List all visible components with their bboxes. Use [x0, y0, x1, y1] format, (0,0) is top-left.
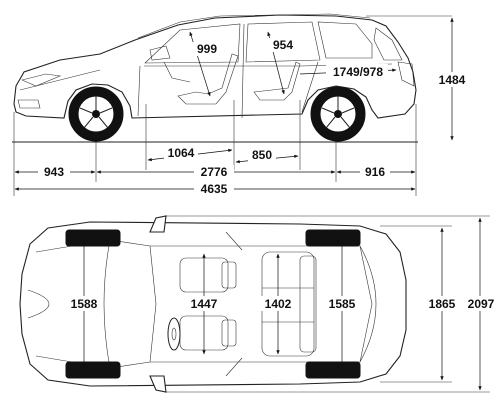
steering-wheel-top [167, 317, 181, 351]
rear-overhang-label: 916 [365, 165, 385, 179]
roof-rail [137, 13, 371, 39]
height-label: 1484 [439, 73, 466, 87]
side-view: 999 954 1749/978 1484 1064 850 943 [12, 13, 470, 196]
mirror-width-label: 2097 [468, 297, 495, 311]
rear-hatch-glass [373, 27, 403, 61]
top-view: 1588 1447 1402 1585 1865 2097 [19, 215, 499, 393]
rear-wheel-side [310, 86, 366, 142]
wheelbase-label: 2776 [201, 165, 228, 179]
front-right-tire [65, 361, 121, 379]
front-wheel-side [68, 86, 124, 142]
front-shoulder-label: 1447 [191, 297, 218, 311]
tail-light [397, 61, 415, 87]
front-legroom-label: 1064 [168, 146, 195, 160]
fog-light [17, 99, 41, 109]
front-headroom-label: 999 [197, 42, 217, 56]
front-seat [177, 53, 239, 105]
b-pillars-top [225, 231, 243, 377]
rear-door-edge [301, 61, 319, 113]
rear-window-top [359, 245, 377, 363]
side-mirror [149, 45, 171, 61]
front-nose [27, 289, 50, 319]
rear-track-label: 1585 [329, 297, 356, 311]
rear-seat [253, 61, 301, 101]
front-overhang-label: 943 [44, 165, 64, 179]
b-pillar [241, 23, 245, 119]
rear-right-tire [305, 361, 361, 379]
rear-headroom-label: 954 [273, 38, 293, 52]
rear-left-tire [305, 229, 361, 247]
front-left-tire [65, 229, 121, 247]
front-track-label: 1588 [71, 297, 98, 311]
steering-wheel [163, 61, 191, 83]
rear-legroom-label: 850 [252, 148, 272, 162]
overall-length-label: 4635 [201, 182, 228, 196]
rear-shoulder-label: 1402 [265, 297, 292, 311]
front-door-edge [137, 65, 141, 117]
headlight [21, 73, 62, 87]
rear-window [245, 21, 321, 63]
body-width-label: 1865 [429, 297, 456, 311]
cargo-length-label: 1749/978 [333, 65, 383, 79]
side-body-outline [13, 14, 417, 119]
hood-line [19, 69, 101, 91]
quarter-window [317, 21, 373, 59]
cabin-outline [150, 245, 373, 363]
